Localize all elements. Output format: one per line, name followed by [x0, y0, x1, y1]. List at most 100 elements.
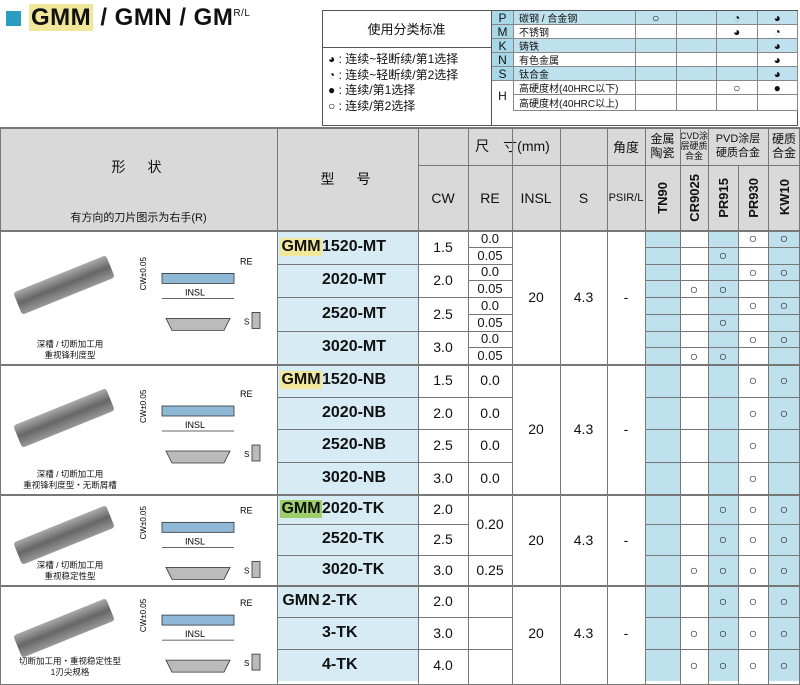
- svg-text:INSL: INSL: [185, 287, 205, 297]
- grid-line: [680, 127, 681, 685]
- grade-mark: [645, 313, 680, 331]
- cw-value: 3.0: [418, 461, 468, 494]
- model-code: 2020-MT: [322, 271, 387, 289]
- svg-text:CW±0.05: CW±0.05: [140, 506, 148, 540]
- grid-line: [277, 649, 468, 650]
- grade-mark: [680, 396, 708, 429]
- grade-mark: [645, 297, 680, 314]
- model-code: 3020-NB: [322, 468, 387, 486]
- suitability-mark: [676, 81, 717, 94]
- model-code: 1520-MT: [322, 237, 387, 255]
- model-code: 2520-MT: [322, 304, 387, 322]
- header-pvd: PVD涂层硬质合金: [715, 133, 761, 159]
- grade-mark: ○: [708, 494, 738, 525]
- grade-mark: [768, 313, 800, 331]
- grade-mark: [680, 313, 708, 331]
- grid-line: [468, 347, 512, 349]
- insl-value: 20: [512, 230, 560, 364]
- svg-text:S: S: [244, 317, 249, 326]
- legend-item: ◔ : 连续~轻断续/第2选择: [328, 67, 459, 82]
- re-value: 0.0: [468, 429, 512, 462]
- shape-caption: 深槽 / 切断加工用: [36, 338, 104, 349]
- grade-mark: [645, 554, 680, 585]
- grid-line: [277, 330, 468, 332]
- grade-mark: [645, 280, 680, 297]
- grade-mark: [645, 396, 680, 429]
- model-number: 2520-NB: [277, 429, 418, 462]
- s-value: 4.3: [560, 585, 607, 681]
- header-col-4: PSIR/L: [608, 191, 644, 204]
- header-model: 型 号: [320, 170, 375, 187]
- grade-mark: [738, 347, 768, 364]
- grid-line: [277, 396, 468, 398]
- title-suffix: R/L: [233, 8, 251, 19]
- grade-mark: [708, 429, 738, 462]
- grid-line: [645, 313, 800, 315]
- suitability-mark: [636, 81, 677, 94]
- grade-mark: [708, 263, 738, 281]
- re-value: 0.0: [468, 461, 512, 494]
- grade-mark: ○: [680, 617, 708, 649]
- grid-line: [0, 127, 800, 129]
- material-letter: P: [492, 11, 514, 25]
- suitability-mark: [676, 25, 717, 38]
- cw-value: 1.5: [418, 230, 468, 264]
- grade-mark: ○: [680, 347, 708, 364]
- re-value: 0.25: [468, 554, 512, 585]
- material-letter: K: [492, 39, 514, 53]
- grade-mark: [708, 230, 738, 247]
- grade-mark: ○: [738, 554, 768, 585]
- grade-mark: ○: [768, 524, 800, 555]
- grade-mark: [680, 246, 708, 264]
- grid-line: [512, 127, 513, 685]
- grid-line: [418, 165, 800, 166]
- grid-line: [468, 617, 512, 618]
- cw-value: 4.0: [418, 649, 468, 681]
- suitability-mark: ◕: [757, 53, 798, 67]
- suitability-mark: [676, 67, 717, 80]
- suitability-mark: [676, 39, 717, 52]
- grade-mark: ○: [680, 649, 708, 681]
- group-divider: [0, 494, 800, 496]
- model-code: 4-TK: [322, 656, 358, 673]
- suitability-mark: ●: [757, 81, 798, 95]
- suitability-mark: ◔: [757, 25, 798, 39]
- legend-item: ○ : 连续/第2选择: [328, 98, 416, 113]
- grid-line: [0, 127, 1, 685]
- header-col-3: S: [578, 189, 589, 206]
- grade-mark: ○: [738, 494, 768, 525]
- model-prefix: GMM: [280, 371, 322, 390]
- svg-text:S: S: [244, 659, 249, 668]
- model-number: 2020-NB: [277, 397, 418, 430]
- grid-line: [468, 396, 512, 398]
- grade-label: CR9025: [686, 173, 702, 222]
- grade-mark: ○: [768, 585, 800, 617]
- grade-mark: ○: [768, 617, 800, 649]
- suitability-mark: ◕: [757, 11, 798, 25]
- material-letter: N: [492, 53, 514, 67]
- grid-line: [645, 461, 800, 463]
- material-letter: S: [492, 67, 514, 81]
- grid-line: [645, 297, 800, 298]
- suitability-mark: [676, 53, 717, 66]
- model-code: 3020-MT: [322, 338, 387, 356]
- model-prefix: GMN: [282, 592, 320, 609]
- grid-line: [645, 280, 800, 282]
- grade-mark: ○: [768, 297, 800, 314]
- header-angle: 角度: [612, 139, 639, 155]
- cw-value: 2.5: [418, 297, 468, 331]
- cw-value: 1.5: [418, 364, 468, 397]
- grade-mark: ○: [708, 554, 738, 585]
- grade-mark: [645, 429, 680, 462]
- material-name: 铸铁: [514, 39, 636, 53]
- material-name: 碳钢 / 合金钢: [514, 11, 636, 25]
- suitability-mark: [636, 67, 677, 80]
- group-divider: [0, 585, 800, 587]
- re-value: 0.05: [468, 347, 512, 364]
- re-value: 0.0: [468, 364, 512, 397]
